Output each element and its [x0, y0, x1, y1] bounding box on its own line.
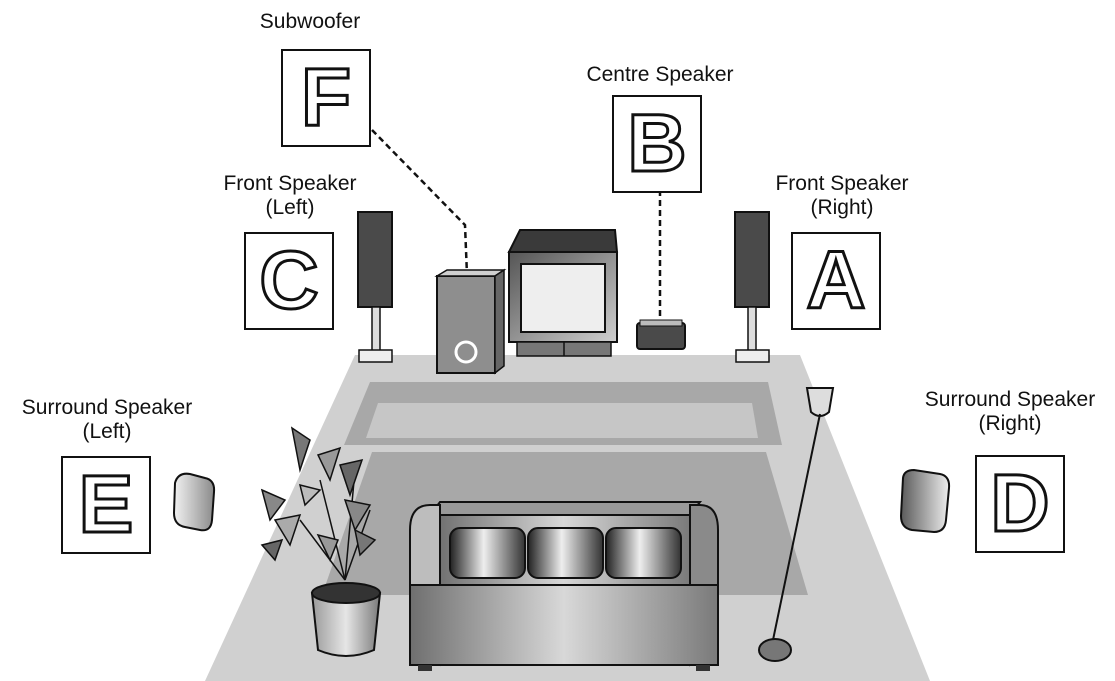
- centre-letter: B: [626, 98, 688, 189]
- front-right-letter-box: A: [791, 232, 881, 330]
- subwoofer-label: Subwoofer: [259, 10, 361, 33]
- front-left-letter: C: [258, 235, 320, 326]
- surround-right-letter: D: [989, 458, 1051, 549]
- floor-lamp: [758, 387, 835, 662]
- front-left-label-line1: Front Speaker: [223, 172, 357, 195]
- sofa: [409, 501, 719, 671]
- front-left-label-line2: (Left): [265, 196, 315, 219]
- surround-right-speaker: [899, 468, 951, 534]
- surround-right-label-line1: Surround Speaker: [924, 388, 1096, 411]
- front-right-letter: A: [805, 235, 867, 326]
- surround-left-label-line1: Surround Speaker: [21, 396, 193, 419]
- surround-left-letter-box: E: [61, 456, 151, 554]
- surround-right-label-line2: (Right): [978, 412, 1042, 435]
- surround-left-letter: E: [77, 459, 135, 550]
- subwoofer-connector: [371, 129, 469, 276]
- front-left-label: Front Speaker (Left): [205, 172, 375, 220]
- centre-speaker-unit: [636, 319, 686, 350]
- surround-right-label: Surround Speaker (Right): [905, 388, 1115, 436]
- rug-back-inner: [366, 403, 758, 438]
- subwoofer-letter: F: [299, 52, 352, 143]
- front-left-speaker: [357, 211, 393, 363]
- centre-speaker-label: Centre Speaker: [586, 63, 734, 86]
- front-right-speaker: [734, 211, 770, 363]
- television: [507, 229, 619, 357]
- front-right-label-line2: (Right): [810, 196, 874, 219]
- subwoofer-letter-box: F: [281, 49, 371, 147]
- centre-letter-box: B: [612, 95, 702, 193]
- front-left-letter-box: C: [244, 232, 334, 330]
- front-right-label-line1: Front Speaker: [775, 172, 909, 195]
- surround-right-letter-box: D: [975, 455, 1065, 553]
- potted-plant: [260, 426, 382, 657]
- subwoofer-unit: [434, 268, 507, 375]
- surround-left-label: Surround Speaker (Left): [2, 396, 212, 444]
- front-right-label: Front Speaker (Right): [757, 172, 927, 220]
- surround-left-label-line2: (Left): [82, 420, 132, 443]
- surround-left-speaker: [172, 472, 216, 532]
